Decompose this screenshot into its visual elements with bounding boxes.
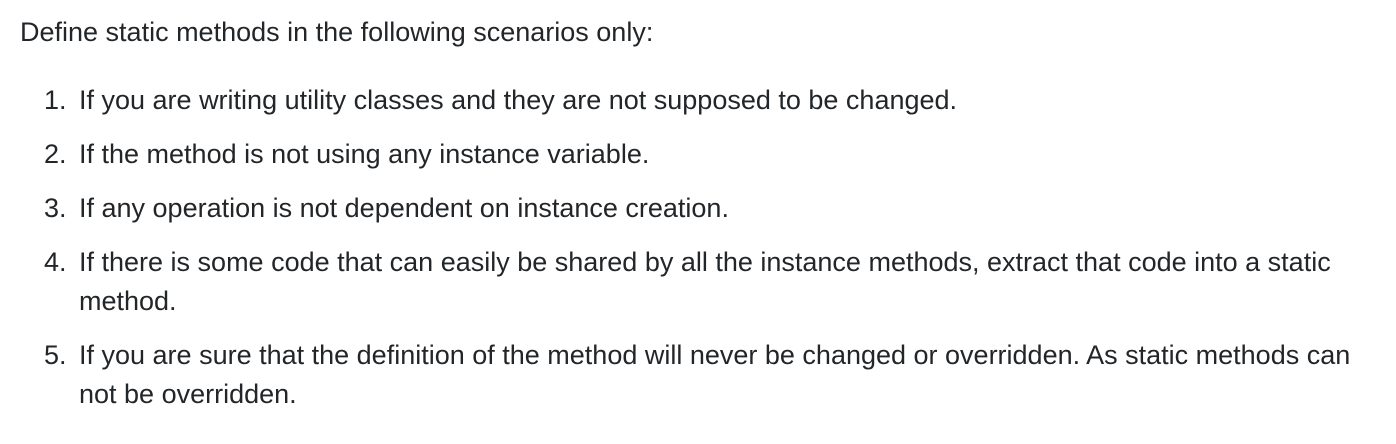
list-item-number: 3.: [44, 193, 67, 223]
list-item-number: 5.: [44, 340, 67, 370]
list-item-number: 4.: [44, 247, 67, 277]
intro-text: Define static methods in the following s…: [20, 17, 654, 47]
list-item-number: 2.: [44, 139, 67, 169]
list-item-number: 1.: [44, 85, 67, 115]
list-item-text: If you are sure that the definition of t…: [79, 340, 1351, 409]
list-item-text: If any operation is not dependent on ins…: [79, 193, 729, 223]
list-item-text: If you are writing utility classes and t…: [79, 85, 958, 115]
list-item-text: If there is some code that can easily be…: [79, 247, 1331, 316]
list-item-text: If the method is not using any instance …: [79, 139, 650, 169]
